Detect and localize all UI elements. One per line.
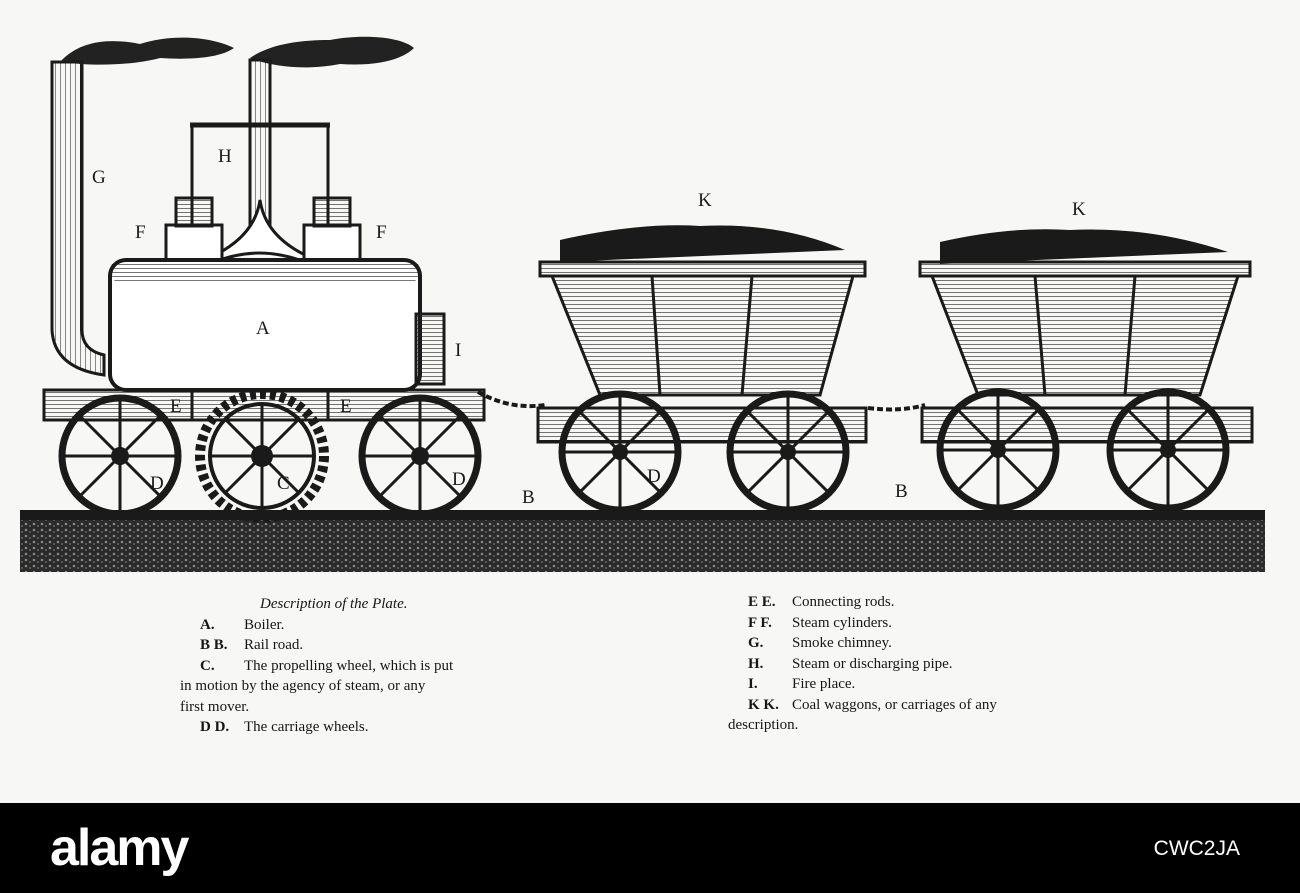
legend-text: Boiler. [244, 616, 285, 633]
label-c: C [277, 473, 290, 494]
legend-text: The propelling wheel, which is put [244, 657, 454, 674]
description-title: Description of the Plate. [260, 596, 408, 612]
engraving-plate: G H F F A I E E C D D D B B K K Descript… [20, 36, 1265, 738]
description-left: Description of the Plate. A. Boiler. B B.… [180, 594, 560, 738]
stock-id: CWC2JA [1153, 837, 1240, 860]
legend-item: G. Smoke chimney. [728, 633, 1108, 654]
label-e-left: E [170, 396, 182, 417]
label-k-1: K [698, 190, 712, 211]
legend-key: I. [748, 676, 758, 692]
legend-text: Coal waggons, or carriages of any [792, 696, 997, 713]
legend-key: K K. [748, 696, 779, 713]
smoke-chimney [50, 60, 106, 377]
label-d-1: D [150, 473, 164, 494]
legend-key: C. [200, 657, 215, 674]
coupling-chains [477, 390, 926, 412]
label-f-left: F [135, 222, 146, 243]
rail-road [20, 510, 1265, 572]
legend-key: B B. [200, 637, 228, 653]
carriage-wheel [358, 394, 482, 518]
legend-key: F F. [748, 614, 772, 631]
steam-cylinder-right [302, 223, 362, 265]
legend-key: H. [748, 655, 764, 672]
legend-text: Steam cylinders. [792, 614, 892, 631]
legend-key: E E. [748, 594, 776, 610]
legend-item: C. The propelling wheel, which is put [180, 656, 560, 677]
rail [20, 510, 1265, 520]
legend-item: A. Boiler. [180, 615, 560, 636]
coal-waggon [918, 229, 1254, 512]
legend-item: I. Fire place. [728, 674, 1108, 695]
legend-continuation: in motion by the agency of steam, or any [180, 678, 426, 694]
label-i: I [455, 340, 461, 361]
ground [20, 512, 1265, 572]
label-h: H [218, 146, 232, 167]
locomotive-engraving: G H F F A I E E C D D D B B K K [20, 36, 1265, 572]
propelling-wheel [195, 389, 329, 523]
label-e-right: E [340, 396, 352, 417]
label-a: A [256, 318, 270, 339]
locomotive [42, 58, 486, 523]
steam-cylinder-left [164, 223, 224, 265]
legend-key: G. [748, 635, 764, 651]
label-k-2: K [1072, 199, 1086, 220]
label-b-2: B [895, 481, 908, 502]
legend-item: D D. The carriage wheels. [180, 717, 560, 738]
footer-bar [0, 803, 1300, 893]
smoke [60, 36, 414, 68]
label-d-2: D [452, 469, 466, 490]
legend-continuation: first mover. [180, 698, 250, 715]
legend-text: The carriage wheels. [244, 719, 369, 735]
legend-item: H. Steam or discharging pipe. [728, 654, 1108, 675]
legend-text: Fire place. [792, 676, 856, 692]
carriage-wheel [58, 394, 182, 518]
coal-waggon [536, 225, 868, 514]
label-g: G [92, 167, 106, 188]
legend-key: D D. [200, 719, 230, 735]
legend-text: Steam or discharging pipe. [792, 655, 953, 672]
legend-item: B B. Rail road. [180, 635, 560, 656]
legend-item: K K. Coal waggons, or carriages of any [728, 695, 1108, 716]
fire-place [414, 312, 446, 386]
legend-text: Rail road. [244, 637, 304, 653]
legend-item: F F. Steam cylinders. [728, 613, 1108, 634]
label-b-1: B [522, 487, 535, 508]
legend-text: Connecting rods. [792, 594, 895, 610]
label-d-3: D [647, 466, 661, 487]
legend-text: Smoke chimney. [792, 635, 892, 651]
legend-continuation: description. [728, 717, 799, 733]
description-right: E E. Connecting rods. F F. Steam cylinders… [728, 592, 1108, 736]
label-f-right: F [376, 222, 387, 243]
alamy-logo[interactable]: alamy [50, 819, 189, 877]
legend-item: E E. Connecting rods. [728, 592, 1108, 613]
legend-key: A. [200, 616, 215, 633]
plate-labels: G H F F A I E E C D D D B B K K [92, 146, 1086, 508]
